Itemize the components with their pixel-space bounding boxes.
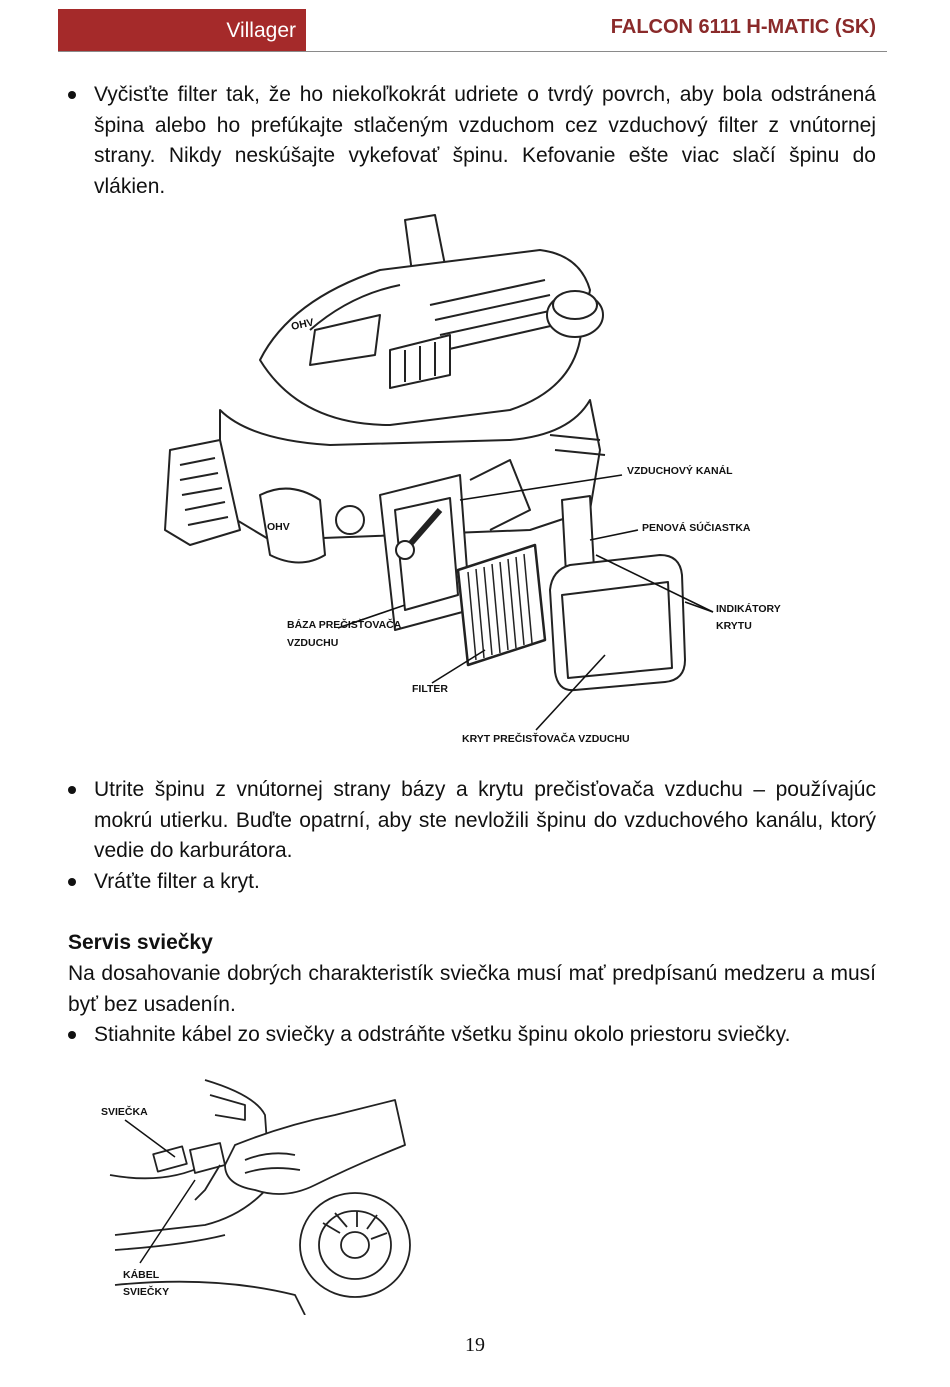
label-filter: FILTER (412, 683, 448, 695)
bullet-dot-icon (68, 91, 76, 99)
label-cleaner-base-1: BÁZA PREČISŤOVAČA (287, 618, 402, 631)
ohv-block-text: OHV (267, 521, 290, 533)
bullet-dot-icon (68, 878, 76, 886)
label-cleaner-cover: KRYT PREČISŤOVAČA VZDUCHU (462, 732, 630, 745)
spark-plug-figure: SVIEČKA KÁBEL SVIEČKY (101, 1079, 411, 1315)
label-cover-indicators-2: KRYTU (716, 620, 752, 632)
label-cable-2: SVIEČKY (123, 1285, 169, 1298)
label-air-channel: VZDUCHOVÝ KANÁL (627, 464, 733, 477)
air-cleaner-exploded-figure: OHV OHV VZDUCHOVÝ KANÁL PENOVÁ SÚČIASTKA… (164, 214, 781, 745)
bullet-return-filter: Vráťte filter a kryt. (68, 867, 876, 898)
label-spark-plug: SVIEČKA (101, 1105, 148, 1118)
bullet-clean-filter: Vyčisťte filter tak, že ho niekoľkokrát … (68, 80, 876, 202)
bullet-return-filter-text: Vráťte filter a kryt. (94, 870, 260, 893)
bullet-remove-cable-text: Stiahnite kábel zo sviečky a odstráňte v… (94, 1023, 791, 1046)
section-intro: Na dosahovanie dobrých charakteristík sv… (68, 962, 876, 1016)
bullet-clean-filter-text: Vyčisťte filter tak, že ho niekoľkokrát … (94, 83, 876, 198)
label-cover-indicators-1: INDIKÁTORY (716, 602, 781, 615)
header-model-title: FALCON 6111 H-MATIC (SK) (610, 16, 876, 38)
label-foam-part: PENOVÁ SÚČIASTKA (642, 521, 751, 534)
header-divider (58, 51, 887, 52)
section-heading: Servis sviečky (68, 931, 213, 954)
label-cable-1: KÁBEL (123, 1268, 160, 1281)
engine-badge-text: OHV (290, 316, 315, 332)
page-number: 19 (465, 1334, 485, 1356)
header-brand: Villager (58, 9, 306, 52)
bullet-dot-icon (68, 786, 76, 794)
bullet-dot-icon (68, 1031, 76, 1039)
bullet-wipe-dirt-text: Utrite špinu z vnútornej strany bázy a k… (94, 778, 876, 862)
bullet-wipe-dirt: Utrite špinu z vnútornej strany bázy a k… (68, 775, 876, 867)
bullet-remove-cable: Stiahnite kábel zo sviečky a odstráňte v… (68, 1020, 876, 1051)
label-cleaner-base-2: VZDUCHU (287, 637, 338, 649)
